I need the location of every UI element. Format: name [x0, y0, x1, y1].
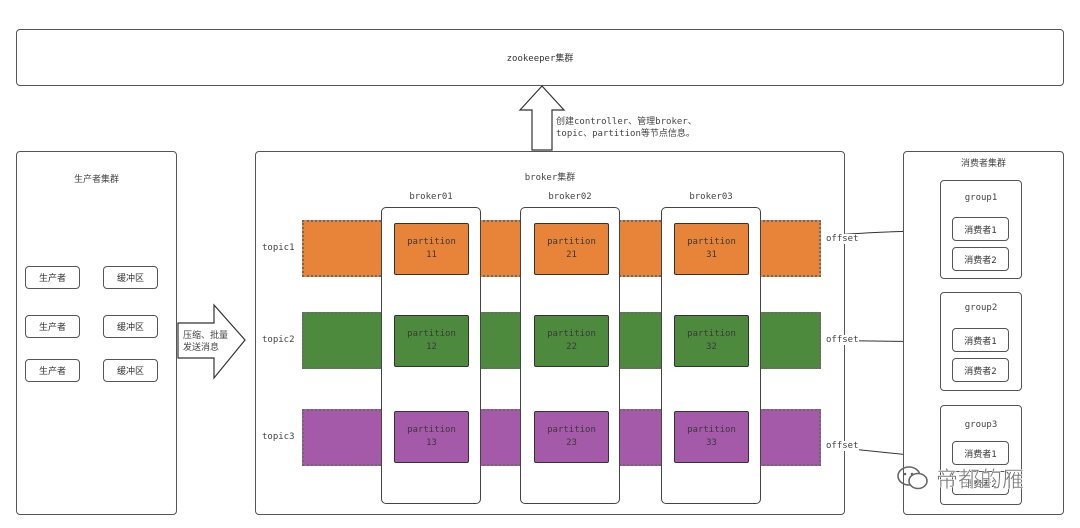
producer-box: 生产者: [25, 359, 80, 382]
broker-label-3: broker03: [689, 192, 733, 202]
partition-label: partition: [407, 329, 456, 339]
partition-number: 23: [566, 438, 577, 448]
wechat-icon: [897, 466, 928, 490]
topic-label-1: topic1: [262, 243, 295, 253]
partition-number: 13: [426, 438, 437, 448]
producer-label: 生产者: [38, 323, 66, 333]
partition-box: partition 22: [534, 315, 609, 367]
producer-label: 生产者: [38, 367, 66, 377]
partition-label: partition: [547, 425, 596, 435]
topic-label-3: topic3: [262, 432, 295, 442]
consumer-box: 消费者2: [952, 471, 1009, 495]
group-label: group1: [964, 193, 998, 203]
send-arrow-line2: 发送消息: [183, 343, 220, 353]
partition-box: partition 13: [394, 411, 469, 463]
partition-number: 31: [706, 250, 717, 260]
offset-label-1: offset: [826, 234, 859, 244]
producer-box: 生产者: [25, 315, 80, 338]
broker-label-2: broker02: [548, 192, 592, 202]
broker-cluster-title: broker集群: [524, 173, 576, 183]
partition-label: partition: [687, 329, 736, 339]
partition-label: partition: [547, 329, 596, 339]
consumer-label: 消费者2: [964, 479, 997, 490]
consumer-box: 消费者2: [952, 247, 1009, 271]
group-label: group2: [964, 303, 998, 313]
topic-label-2: topic2: [262, 335, 295, 345]
consumer-box: 消费者1: [952, 441, 1009, 465]
right-hollow-arrow: [177, 303, 246, 380]
consumer-label: 消费者1: [964, 449, 997, 460]
partition-label: partition: [687, 237, 736, 247]
consumer-label: 消费者1: [964, 336, 997, 347]
consumer-box: 消费者2: [952, 358, 1009, 382]
buffer-box: 缓冲区: [103, 315, 158, 338]
watermark-text: 帝都的雁: [936, 468, 1025, 494]
up-hollow-arrow: [518, 85, 566, 151]
watermark: 帝都的雁: [896, 462, 1024, 494]
offset-label-3: offset: [826, 441, 859, 451]
broker-label-1: broker01: [409, 192, 453, 202]
consumer-label: 消费者2: [964, 255, 997, 266]
partition-number: 12: [426, 342, 437, 352]
partition-box: partition 12: [394, 315, 469, 367]
consumer-label: 消费者2: [964, 366, 997, 377]
partition-number: 32: [706, 342, 717, 352]
offset-label-2: offset: [826, 335, 859, 345]
zookeeper-cluster: zookeeper集群: [16, 29, 1064, 86]
buffer-label: 缓冲区: [116, 367, 144, 377]
partition-label: partition: [687, 425, 736, 435]
create-note-line1: 创建controller、管理broker、: [556, 117, 697, 127]
partition-label: partition: [407, 237, 456, 247]
partition-box: partition 21: [534, 223, 609, 275]
send-arrow-line1: 压缩、批量: [183, 331, 229, 341]
zookeeper-label: zookeeper集群: [506, 54, 574, 64]
producer-label: 生产者: [38, 274, 66, 284]
buffer-label: 缓冲区: [116, 323, 144, 333]
producer-box: 生产者: [25, 266, 80, 289]
consumer-cluster-title: 消费者集群: [960, 159, 1006, 169]
partition-label: partition: [407, 425, 456, 435]
buffer-box: 缓冲区: [103, 359, 158, 382]
consumer-box: 消费者1: [952, 328, 1009, 352]
consumer-box: 消费者1: [952, 217, 1009, 241]
partition-box: partition 23: [534, 411, 609, 463]
partition-number: 33: [706, 438, 717, 448]
group-label: group3: [964, 420, 998, 430]
producer-cluster-title: 生产者集群: [73, 175, 119, 185]
buffer-box: 缓冲区: [103, 266, 158, 289]
consumer-label: 消费者1: [964, 225, 997, 236]
partition-box: partition 11: [394, 223, 469, 275]
partition-box: partition 31: [674, 223, 749, 275]
partition-box: partition 33: [674, 411, 749, 463]
partition-number: 22: [566, 342, 577, 352]
partition-number: 21: [566, 250, 577, 260]
create-note-line2: topic、partition等节点信息。: [556, 129, 695, 139]
partition-box: partition 32: [674, 315, 749, 367]
buffer-label: 缓冲区: [116, 274, 144, 284]
partition-number: 11: [426, 250, 437, 260]
partition-label: partition: [547, 237, 596, 247]
